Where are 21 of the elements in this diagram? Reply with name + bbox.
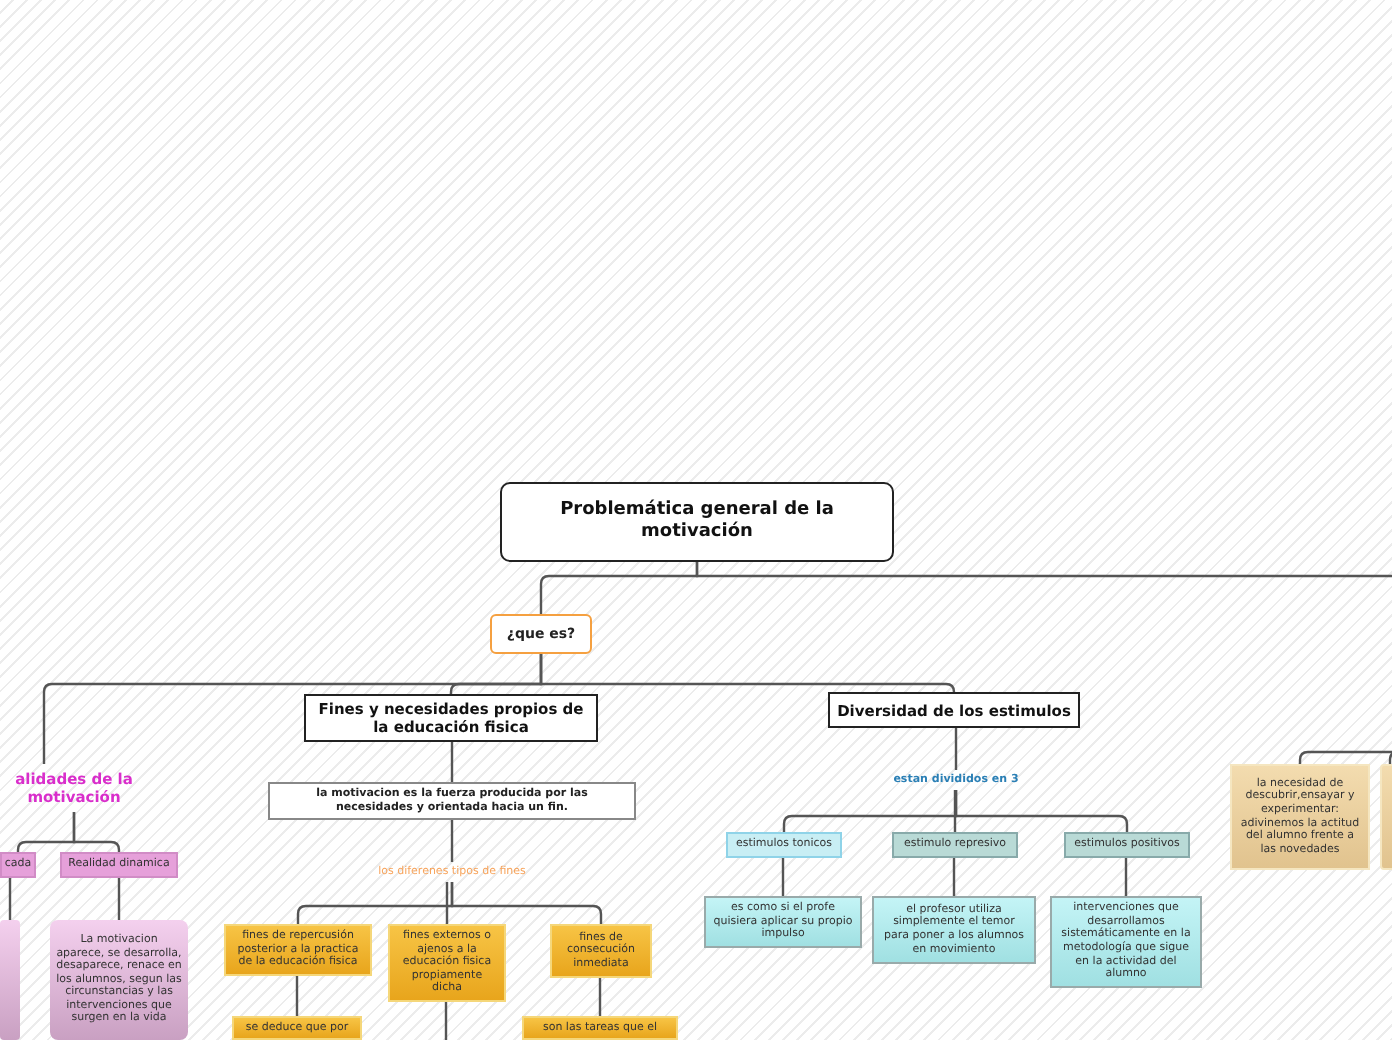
connector-line: [1124, 858, 1128, 896]
box-shape: [0, 920, 20, 1040]
connector-line: [450, 882, 603, 924]
connector-line: [8, 878, 12, 920]
connector-line: [952, 858, 956, 896]
connector-line: [954, 790, 1129, 832]
connector-line: [539, 654, 956, 694]
topic-box: Problemática general de la motivación: [500, 482, 894, 562]
connector-line: [598, 978, 602, 1016]
connector-line: [444, 1002, 448, 1040]
connector-line: [781, 858, 785, 896]
connector-line: [450, 742, 454, 782]
connector-line: [72, 812, 121, 852]
connector-line: [450, 820, 454, 862]
connector-line: [1388, 750, 1392, 764]
connector-line: [117, 878, 121, 920]
connector-line: [953, 790, 957, 832]
connector-line: [295, 976, 299, 1016]
connector-line: [445, 882, 449, 924]
connector-line: [954, 728, 958, 770]
connector-line: [695, 562, 1392, 578]
